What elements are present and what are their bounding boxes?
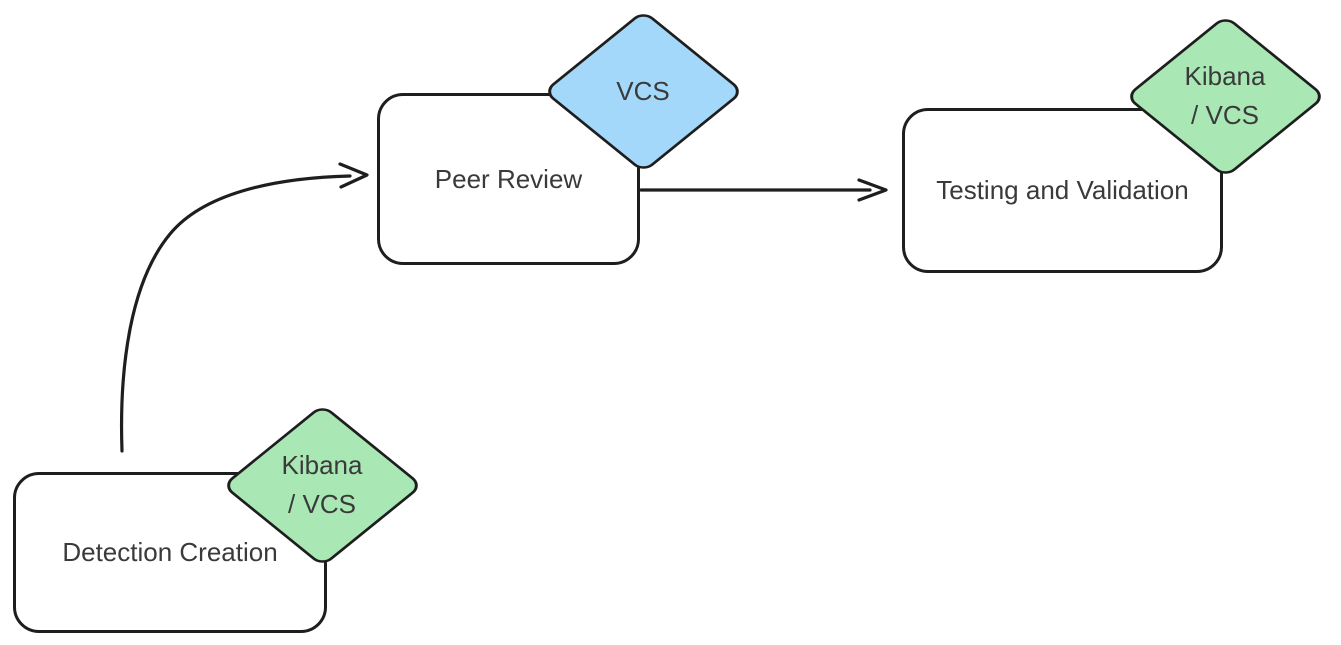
- arrowhead-icon: [338, 162, 369, 189]
- edge-curve: [120, 174, 352, 453]
- badge-label: VCS: [542, 9, 744, 173]
- badge-detection-creation-tool[interactable]: Kibana / VCS: [220, 403, 424, 567]
- badge-label-line: VCS: [616, 75, 670, 106]
- badge-label-line: Kibana: [281, 450, 363, 480]
- badge-testing-and-validation-tool[interactable]: Kibana / VCS: [1123, 14, 1327, 178]
- badge-label-line: / VCS: [288, 489, 356, 519]
- node-label: Detection Creation: [62, 537, 278, 567]
- badge-label-line: / VCS: [1191, 100, 1259, 130]
- badge-label-line: Kibana: [1184, 61, 1266, 91]
- node-label: Peer Review: [434, 163, 583, 194]
- edge-peer-review-to-testing-and-validation[interactable]: [639, 178, 888, 202]
- edge-detection-creation-to-peer-review[interactable]: [120, 162, 369, 453]
- badge-label: Kibana / VCS: [1124, 14, 1326, 178]
- badge-peer-review-tool[interactable]: VCS: [541, 9, 745, 173]
- node-testing-and-validation[interactable]: Testing and Validation: [902, 108, 1223, 273]
- node-label: Testing and Validation: [936, 175, 1189, 205]
- badge-label: Kibana / VCS: [221, 403, 423, 567]
- arrowhead-icon: [857, 178, 888, 202]
